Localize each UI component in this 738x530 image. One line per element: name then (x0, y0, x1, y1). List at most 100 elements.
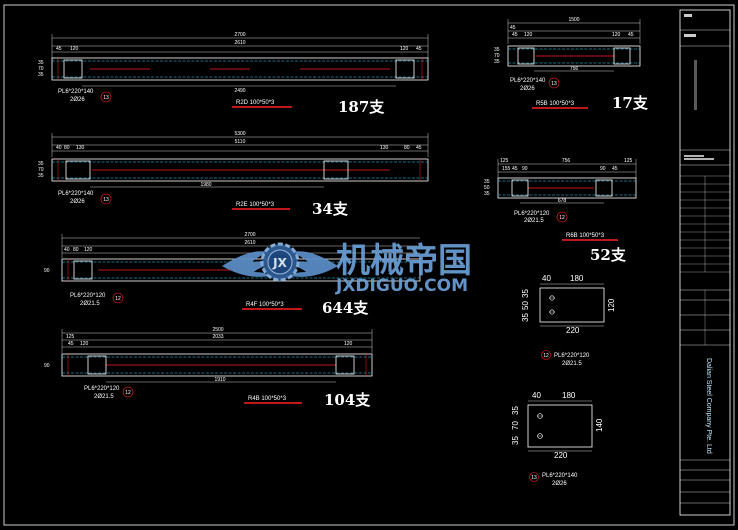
beam-r2e-plate-spec: PL6*220*140 (58, 191, 94, 197)
beam-r5b-side2: 35 (494, 59, 500, 65)
beam-r6b-small-r: 125 (624, 158, 633, 164)
beam-r6b-plate-left (511, 179, 529, 197)
beam-r5b: 1500 45 45 120 120 45 35 70 35 756 PL6*2… (494, 17, 649, 112)
beam-r4b-mid: 2033 (212, 334, 223, 340)
beam-r5b-plate-right (613, 47, 631, 65)
plate12-spec: PL6*220*120 (554, 353, 590, 359)
plate13-left2: 35 (511, 436, 520, 445)
beam-r2e-side1: 70 (38, 167, 44, 173)
drawing-border (3, 4, 735, 526)
beam-r4b-mark: 12 (125, 390, 131, 396)
beam-r2d-mid: 2610 (234, 40, 245, 46)
title-block-company: Dalian Steel Company Pte. Ltd (705, 358, 712, 454)
beam-r2e-sub-l1: 80 (64, 145, 70, 151)
beam-r2e-sub-r0: 130 (380, 145, 389, 151)
watermark-left-wing-icon (222, 251, 272, 277)
beam-r2d-total: 2700 (234, 32, 245, 38)
beam-r6b-holes: 2Ø21.5 (524, 218, 544, 224)
beam-r4f-label: R4F 100*50*3 (246, 302, 284, 308)
beam-r5b-holes: 2Ø26 (520, 86, 535, 92)
beam-r5b-body (507, 45, 641, 67)
beam-r5b-label: R5B 100*50*3 (536, 101, 575, 107)
beam-r6b-side0: 35 (484, 179, 490, 185)
beam-r2e-holes: 2Ø26 (70, 199, 85, 205)
beam-r2d-sub-r1: 45 (416, 46, 422, 52)
beam-r5b-sub-l0: 45 (512, 32, 518, 38)
beam-r4b-sub-r0: 120 (344, 341, 353, 347)
beam-r6b-sub-r1: 45 (612, 166, 618, 172)
beam-r6b: 125 756 125 155 45 90 90 45 35 50 35 678… (484, 158, 637, 264)
plate13-height: 140 (595, 418, 604, 432)
beam-r2d-label: R2D 100*50*3 (236, 100, 275, 106)
beam-r2e-plate-right (323, 160, 349, 180)
plate13-width: 220 (554, 451, 568, 460)
beam-r2e-label: R2E 100*50*3 (236, 202, 275, 208)
beam-r2e-sub-l0: 40 (56, 145, 62, 151)
beam-r2e-side2: 35 (38, 173, 44, 179)
plate13-left0: 35 (511, 406, 520, 415)
beam-r2d-inner: 2490 (234, 88, 245, 94)
beam-r2d-plate-right (395, 59, 415, 79)
beam-r4b-sub-l1: 120 (80, 341, 89, 347)
beam-r6b-mid: 756 (562, 158, 571, 164)
plate13-holes: 2Ø26 (552, 481, 567, 487)
plate12-height: 120 (607, 298, 616, 312)
beam-r4b-sub-l0: 45 (68, 341, 74, 347)
plate-detail-12: 40 180 35 50 35 120 220 12 PL6*220*120 2… (521, 274, 616, 367)
title-block: Dalian Steel Company Pte. Ltd (679, 9, 731, 516)
beam-r4b-inner: 1910 (214, 377, 225, 383)
beam-r5b-inner: 756 (570, 66, 579, 72)
beam-r4b-label: R4B 100*50*3 (248, 396, 287, 402)
beam-r4f-mark: 12 (115, 296, 121, 302)
watermark-right-wing-icon (288, 251, 338, 277)
beam-r4b-plate-right (335, 355, 355, 375)
beam-r4f-holes: 2Ø21.5 (80, 301, 100, 307)
beam-r2d-body (51, 57, 429, 81)
beam-r2d-holes: 2Ø26 (70, 97, 85, 103)
beam-r2e-total: 5300 (234, 131, 245, 137)
beam-r6b-sub-l1: 45 (512, 166, 518, 172)
beam-r6b-body (497, 177, 637, 199)
beam-r4b-total: 2500 (212, 327, 223, 333)
plate13-mark: 13 (531, 475, 537, 481)
plate12-left2: 35 (521, 313, 530, 322)
beam-r4b-plate-left (87, 355, 107, 375)
beam-r2e-plate-left (65, 160, 91, 180)
plate12-width: 220 (566, 326, 580, 335)
beam-r4b-side0: 90 (44, 363, 50, 369)
beam-r4f-sub-l1: 80 (73, 247, 79, 253)
beam-r6b-inner: 678 (558, 198, 567, 204)
beam-r2e-sub-l2: 130 (76, 145, 85, 151)
beam-r2e-sub-r1: 80 (404, 145, 410, 151)
beam-r4b-plate-spec: PL6*220*120 (84, 386, 120, 392)
plate12-top0: 40 (542, 274, 551, 283)
beam-r6b-small-l: 125 (500, 158, 509, 164)
beam-r5b-mark: 13 (551, 81, 557, 87)
beam-r2d-count: 187支 (338, 98, 385, 116)
beam-r5b-small-l: 45 (510, 25, 516, 31)
plate-detail-13: 40 180 35 70 35 140 220 13 PL6*220*140 2… (511, 391, 604, 487)
watermark-en: JXDIGUO.COM (335, 276, 468, 296)
beam-r4f-mid: 2610 (244, 240, 255, 246)
beam-r2d-plate-spec: PL6*220*140 (58, 89, 94, 95)
beam-r6b-label: R6B 100*50*3 (566, 233, 605, 239)
watermark-logo-text: JX (272, 256, 287, 270)
beam-r4f-total: 2700 (244, 232, 255, 238)
plate13-top0: 40 (532, 391, 541, 400)
beam-r5b-total: 1500 (568, 17, 579, 23)
beam-r5b-sub-r1: 45 (628, 32, 634, 38)
plate13-outline (527, 404, 593, 448)
beam-r6b-sub-l0: 155 (502, 166, 511, 172)
beam-r4f-plate-spec: PL6*220*120 (70, 293, 106, 299)
beam-r5b-sub-l1: 120 (524, 32, 533, 38)
beam-r6b-plate-right (595, 179, 613, 197)
beam-r4f-count: 644支 (322, 299, 369, 317)
watermark-cn: 机械帝国 (336, 241, 472, 281)
beam-r2e-mark: 13 (103, 197, 109, 203)
plate12-left1: 50 (521, 301, 530, 310)
beam-r2e-inner: 1980 (200, 182, 211, 188)
beam-r2d-sub-l1: 120 (70, 46, 79, 52)
beam-r2e-sub-r2: 45 (416, 145, 422, 151)
